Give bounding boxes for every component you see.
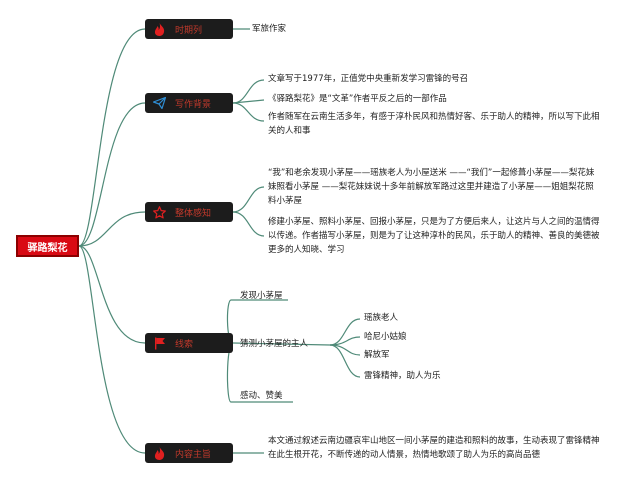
overview-item-2: 修建小茅屋、照料小茅屋、回报小茅屋，只是为了方便后来人，让这片与人之间的温情得以… xyxy=(268,217,600,255)
node-background-label: 写作背景 xyxy=(175,99,212,110)
send-icon xyxy=(153,97,166,110)
fire-icon xyxy=(153,22,166,36)
node-author-label: 时期列 xyxy=(175,25,203,36)
theme-item: 本文通过叙述云南边疆哀牢山地区一间小茅屋的建造和照料的故事，生动表现了雷锋精神在… xyxy=(268,436,600,460)
node-theme-label: 内容主旨 xyxy=(175,449,212,460)
background-item-1: 文章写于1977年，正值党中央重新发学习雷锋的号召 xyxy=(268,74,469,84)
node-theme[interactable]: 内容主旨 xyxy=(145,443,233,463)
background-item-3: 作者随军在云南生活多年，有感于淳朴民风和热情好客、乐于助人的精神，所以写下此相关… xyxy=(268,112,600,136)
clue-sub-4: 雷锋精神，助人为乐 xyxy=(364,371,441,381)
clue-sub-2: 哈尼小姑娘 xyxy=(364,332,407,342)
clue-item-2: 猜测小茅屋的主人 xyxy=(240,339,309,349)
node-clue-label: 线索 xyxy=(175,339,194,350)
author-item: 军旅作家 xyxy=(252,24,287,34)
star-icon xyxy=(153,205,166,219)
node-background[interactable]: 写作背景 xyxy=(145,93,233,113)
node-overview[interactable]: 整体感知 xyxy=(145,202,233,222)
clue-sub-3: 解放军 xyxy=(364,350,390,360)
clue-item-3: 感动、赞美 xyxy=(240,391,283,401)
node-clue[interactable]: 线索 xyxy=(145,333,233,353)
overview-item-1: “我”和老余发现小茅屋——瑶族老人为小屋送米 ——“我们”一起修葺小茅屋——梨花… xyxy=(268,168,595,206)
clue-sub-1: 瑶族老人 xyxy=(364,313,399,323)
fire-icon xyxy=(153,446,166,460)
flag-icon xyxy=(153,337,166,350)
root-node[interactable]: 驿路梨花 xyxy=(16,235,79,257)
clue-item-1: 发现小茅屋 xyxy=(240,291,283,301)
node-author[interactable]: 时期列 xyxy=(145,19,233,39)
background-item-2: 《驿路梨花》是“文革”作者平反之后的一部作品 xyxy=(268,94,447,104)
node-overview-label: 整体感知 xyxy=(175,208,212,219)
